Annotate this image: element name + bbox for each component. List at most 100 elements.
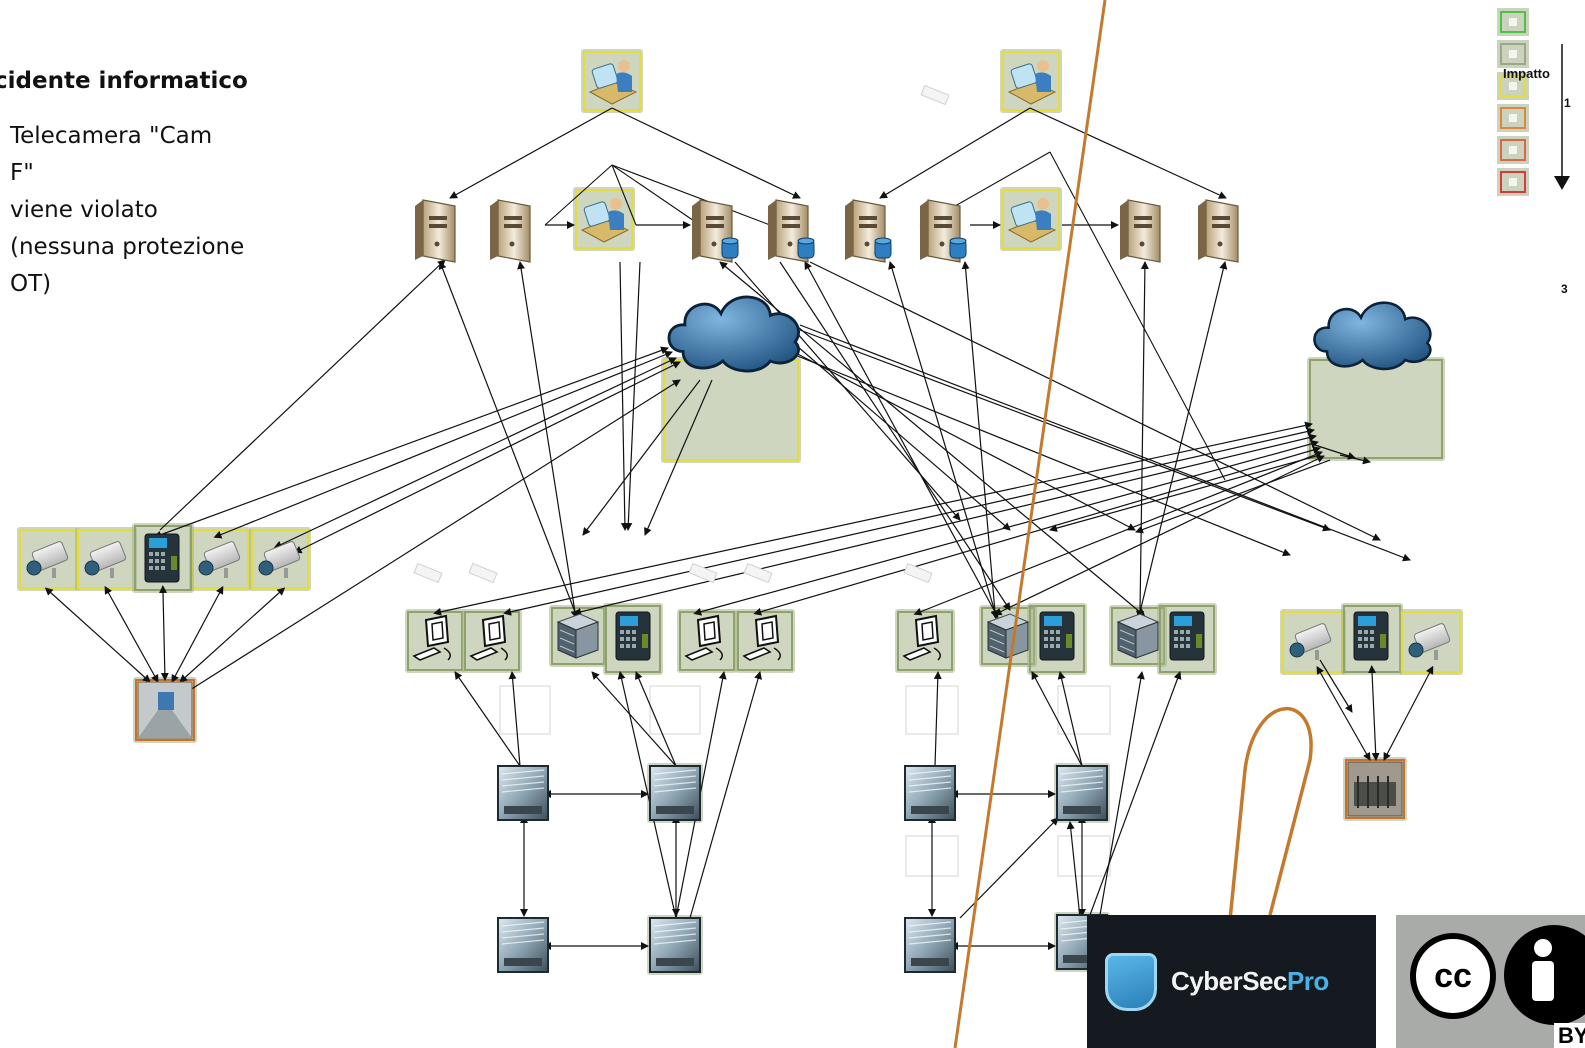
legend-swatch [1500,139,1526,161]
connection-arrow [799,324,1411,562]
connection-arrow [1136,261,1228,619]
placeholder-box [1057,685,1111,735]
server-slot [934,216,952,220]
cloud-icon [667,295,800,373]
room-light [653,787,697,793]
office-room-icon [649,765,701,821]
pc-screen [488,621,501,641]
camera-mount [110,568,114,578]
operator-workstation-icon [588,60,638,105]
room-desk [656,958,694,966]
server-slot [1212,224,1230,228]
room-desk [1063,955,1101,963]
breach-boundary-line [953,0,1107,1048]
connection-arrow [611,107,801,199]
connection-arrow [888,261,999,619]
room-light [501,927,545,933]
keypad-key [1174,630,1178,634]
keypad-key [149,566,153,570]
server-slot [504,216,522,220]
pc-keyboard [469,647,499,661]
connection-line [611,164,771,226]
room-light [908,939,952,945]
keypad-key [1180,630,1184,634]
server-led [1217,241,1223,247]
keypad-key [1050,644,1054,648]
access-control-icon [1039,611,1075,661]
server-body [1127,199,1161,263]
room-light [653,781,697,787]
connection-arrow [799,329,1331,532]
connection-arrow [804,261,999,619]
attribution-icon [1504,925,1585,1025]
connection-arrow [438,261,579,619]
legend-axis-label: Impatto [1503,66,1550,81]
breach-overlay-layer [953,0,1313,1048]
server-slot [934,224,952,228]
server-side [1120,200,1128,260]
server-side [845,200,853,260]
server-slot [1212,216,1230,220]
server-body [422,199,456,263]
server-slot [429,224,447,228]
camera-mount [224,568,228,578]
room-light [653,927,697,933]
impact-legend [1497,8,1570,196]
pc-screen [921,621,934,641]
connection-arrow [1099,671,1145,916]
legend-bottom-value: 3 [1561,282,1568,296]
terminal-screen [1044,616,1062,626]
monitor-screen [1010,201,1038,227]
keypad-key [626,644,630,648]
server-led [864,241,870,247]
access-control-icon [1353,611,1389,661]
camera-icon [26,541,69,578]
lobby-icon [137,681,193,739]
legend-swatch [1500,107,1526,129]
reader-slot [1196,634,1202,648]
office-room-icon [904,917,956,973]
person-body [608,210,624,230]
keypad-key [1364,637,1368,641]
access-control-icon [1169,611,1205,661]
keypad-key [1186,630,1190,634]
server-side [415,200,423,260]
room-light [501,769,545,775]
breach-loop-line [1228,707,1313,921]
shield-icon [1105,952,1157,1011]
keypad-key [632,630,636,634]
link-tag [468,562,498,584]
camera-lens [26,560,42,576]
site-structure [1354,782,1396,806]
device-port-row [1119,629,1135,637]
room-light [908,769,952,775]
connection-arrow [933,671,942,767]
keypad-key [620,644,624,648]
keypad-key [1180,644,1184,648]
monitor-screen [583,201,611,227]
keypad-key [626,630,630,634]
connection-arrow [1319,659,1353,713]
connection-arrow [1057,671,1083,767]
connection-arrow [1066,821,1081,919]
connection-arrow [734,261,961,521]
room-light [653,939,697,945]
connection-arrow [693,439,1319,616]
placeholder-box [1057,835,1111,877]
keypad-key [155,566,159,570]
device-port-row [989,629,1005,637]
pc-keyboard [742,647,772,661]
link-tag [688,562,718,584]
keypad-key [1056,637,1060,641]
room-light [908,927,952,933]
keypad-key [1364,644,1368,648]
pc-keyboard [902,647,932,661]
connection-arrow [1136,261,1149,619]
keypad-key [161,566,165,570]
cybersecpro-wordmark: CyberSecPro [1171,966,1329,997]
keypad-key [1044,637,1048,641]
connection-arrow [159,585,169,681]
operator-workstation-icon [1007,60,1057,105]
room-light [1060,769,1104,775]
